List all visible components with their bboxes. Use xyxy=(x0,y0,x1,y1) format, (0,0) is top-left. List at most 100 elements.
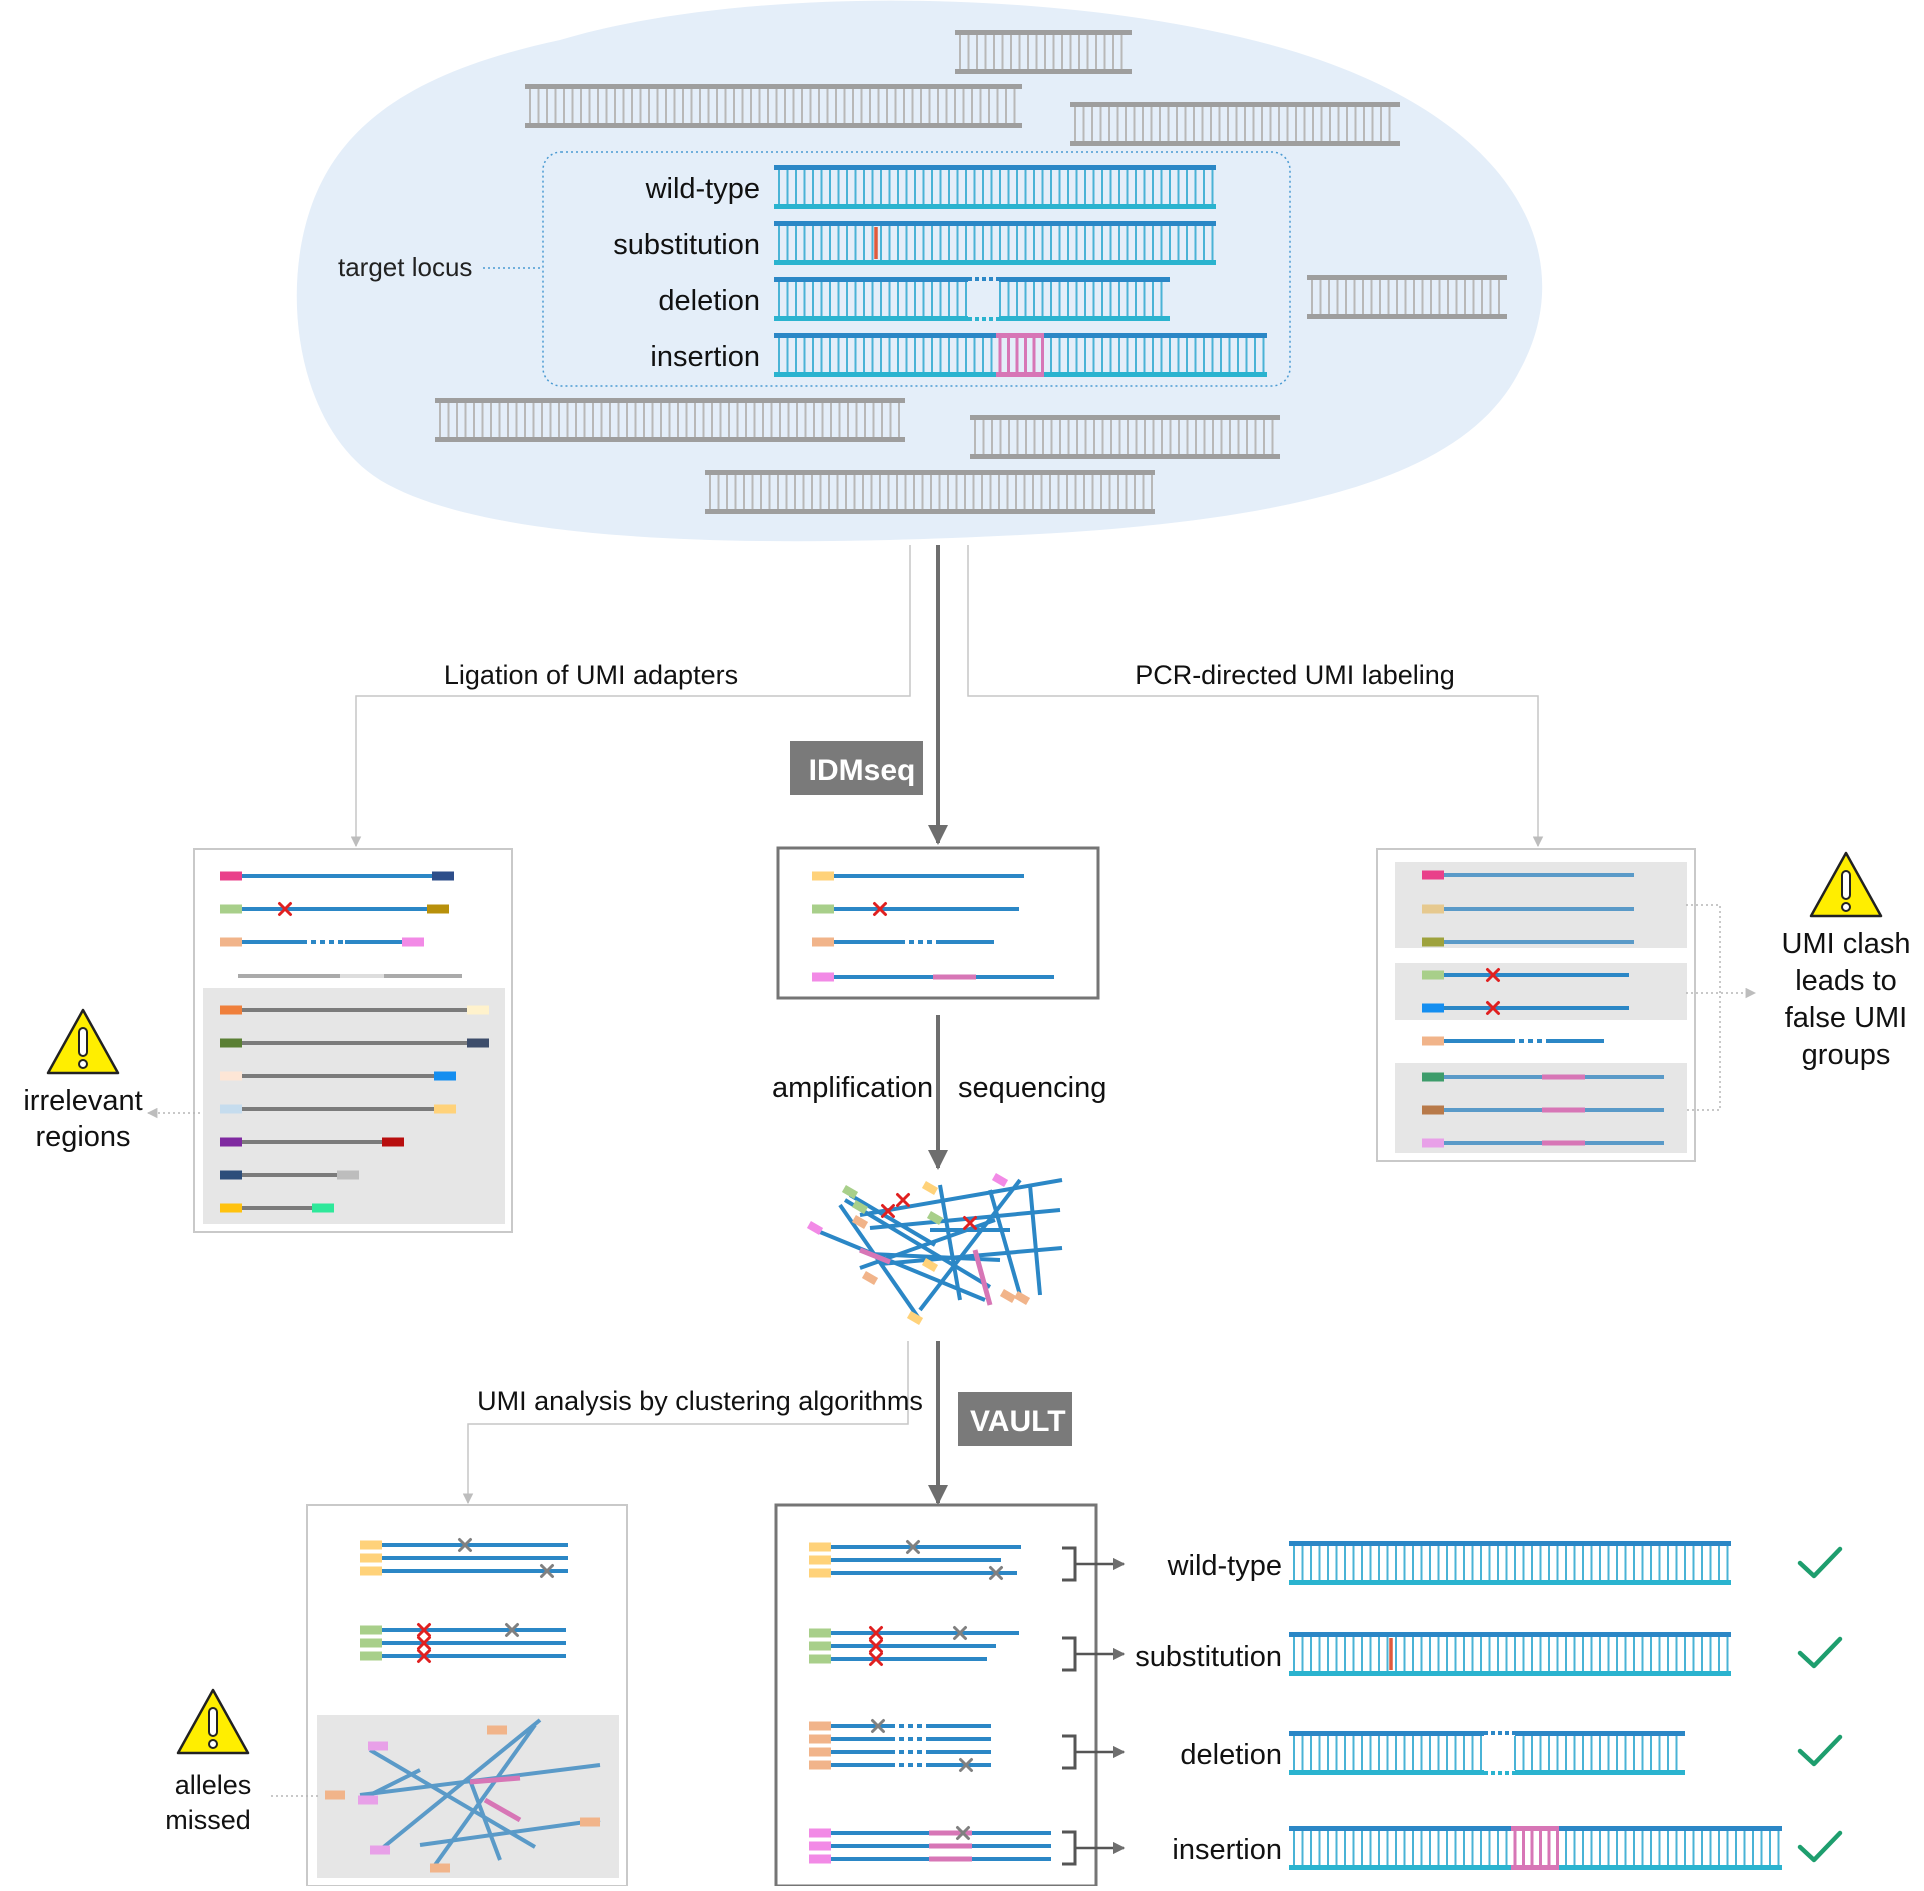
clustering-panel-reads xyxy=(325,1538,601,1873)
umi-tag xyxy=(812,904,834,914)
background-dna-fragment xyxy=(1070,102,1400,146)
read xyxy=(1422,1105,1664,1115)
umi-tag xyxy=(580,1817,600,1827)
umi-tag xyxy=(809,1654,831,1664)
read-glyphs xyxy=(220,870,1843,1873)
dna-strand-bottom xyxy=(1515,1770,1685,1775)
check-icon xyxy=(1797,1830,1843,1863)
dna-strand-top xyxy=(999,277,1170,282)
dna-strand-bottom xyxy=(435,437,905,442)
result-dna-insertion xyxy=(1289,1826,1782,1870)
dna-strand-bottom xyxy=(970,454,1280,459)
read xyxy=(220,902,449,916)
mutation-icon xyxy=(963,1216,977,1230)
umi-tag xyxy=(220,1005,242,1015)
clustering-connector xyxy=(462,1341,909,1505)
result-dna-substitution xyxy=(1289,1632,1731,1676)
sequencing-read xyxy=(988,1189,1022,1296)
ligation-label: Ligation of UMI adapters xyxy=(444,660,738,690)
umi-tag xyxy=(220,1137,242,1147)
sequencing-error-icon xyxy=(458,1538,472,1552)
dna-strand-top xyxy=(1289,1632,1731,1637)
umi-tag xyxy=(851,1215,869,1229)
sequencing-read xyxy=(879,1246,1063,1266)
warning-irrelevant-line1: irrelevant xyxy=(23,1085,142,1117)
read xyxy=(220,1005,489,1015)
sequencing-label: sequencing xyxy=(958,1072,1106,1104)
dna-strand-top xyxy=(1289,1731,1484,1736)
dna-strand-bottom xyxy=(774,316,968,321)
sequencing-read xyxy=(378,1718,542,1852)
umi-tag-end xyxy=(432,871,454,881)
read xyxy=(812,902,1019,916)
read xyxy=(360,1564,568,1578)
umi-tag xyxy=(1422,970,1444,980)
insertion-bottom xyxy=(996,372,1044,377)
missed-reads-tangle xyxy=(325,1718,601,1873)
mutation-icon xyxy=(896,1193,910,1207)
umi-tag xyxy=(220,1203,242,1213)
dna-strand-top xyxy=(774,277,968,282)
umi-tag xyxy=(360,1638,382,1648)
read xyxy=(220,1137,404,1147)
umi-tag xyxy=(360,1553,382,1563)
read xyxy=(809,1639,996,1653)
read xyxy=(809,1626,1019,1640)
dna-molecules xyxy=(435,30,1507,514)
warning-irrelevant-line2: regions xyxy=(35,1121,130,1153)
read xyxy=(1422,937,1634,947)
umi-tag xyxy=(1422,870,1444,880)
umi-tag xyxy=(812,871,834,881)
umi-tag xyxy=(921,1258,939,1272)
umi-tag xyxy=(220,1104,242,1114)
result-label-insertion: insertion xyxy=(1172,1834,1282,1866)
umi-tag xyxy=(220,1170,242,1180)
background-dna-fragment xyxy=(435,398,905,442)
umi-tag xyxy=(1422,1105,1444,1115)
clustering-label: UMI analysis by clustering algorithms xyxy=(477,1386,923,1416)
vault-tag: VAULT xyxy=(970,1405,1066,1438)
sequencing-error-icon xyxy=(953,1626,967,1640)
read xyxy=(809,1841,1051,1851)
dna-strand-top xyxy=(955,30,1132,35)
read xyxy=(1422,968,1629,982)
cell-dna-wild-type xyxy=(774,165,1216,209)
dna-strand-bottom xyxy=(1289,1580,1731,1585)
sequencing-error-icon xyxy=(989,1566,1003,1580)
dna-strand-bottom xyxy=(705,509,1155,514)
read xyxy=(812,937,994,947)
dna-strand-bottom xyxy=(1289,1770,1484,1775)
vault-panel-reads xyxy=(809,1540,1051,1864)
sequencing-read xyxy=(468,1779,502,1861)
read xyxy=(360,1553,568,1563)
result-dna-wild-type xyxy=(1289,1541,1731,1585)
umi-tag xyxy=(812,937,834,947)
umi-tag xyxy=(926,1211,944,1225)
warning-irrelevant: irrelevant regions xyxy=(23,1008,143,1153)
umi-tag xyxy=(1422,1138,1444,1148)
idmseq-tag-box xyxy=(790,741,923,795)
umi-tag xyxy=(809,1555,831,1565)
umi-tag xyxy=(1422,1003,1444,1013)
umi-tag xyxy=(809,1760,831,1770)
read xyxy=(812,972,1054,982)
umi-tag xyxy=(809,1747,831,1757)
umi-tag xyxy=(1013,1291,1031,1305)
read xyxy=(1422,1138,1664,1148)
umi-tag xyxy=(851,1200,869,1214)
umi-tag xyxy=(220,904,242,914)
sequencing-read xyxy=(848,1193,937,1247)
cell-allele-insertion: insertion xyxy=(650,341,760,373)
pcr-connector xyxy=(967,545,1544,848)
background-dna-fragment xyxy=(705,470,1155,514)
result-label-substitution: substitution xyxy=(1135,1641,1282,1673)
mutation-icon xyxy=(881,1204,895,1218)
sequencing-error-icon xyxy=(871,1719,885,1733)
umi-tag xyxy=(809,1841,831,1851)
read xyxy=(812,871,1024,881)
clash-connector xyxy=(1686,904,1721,1111)
dna-strand-bottom xyxy=(1307,314,1507,319)
umi-tag xyxy=(360,1651,382,1661)
umi-tag xyxy=(809,1734,831,1744)
